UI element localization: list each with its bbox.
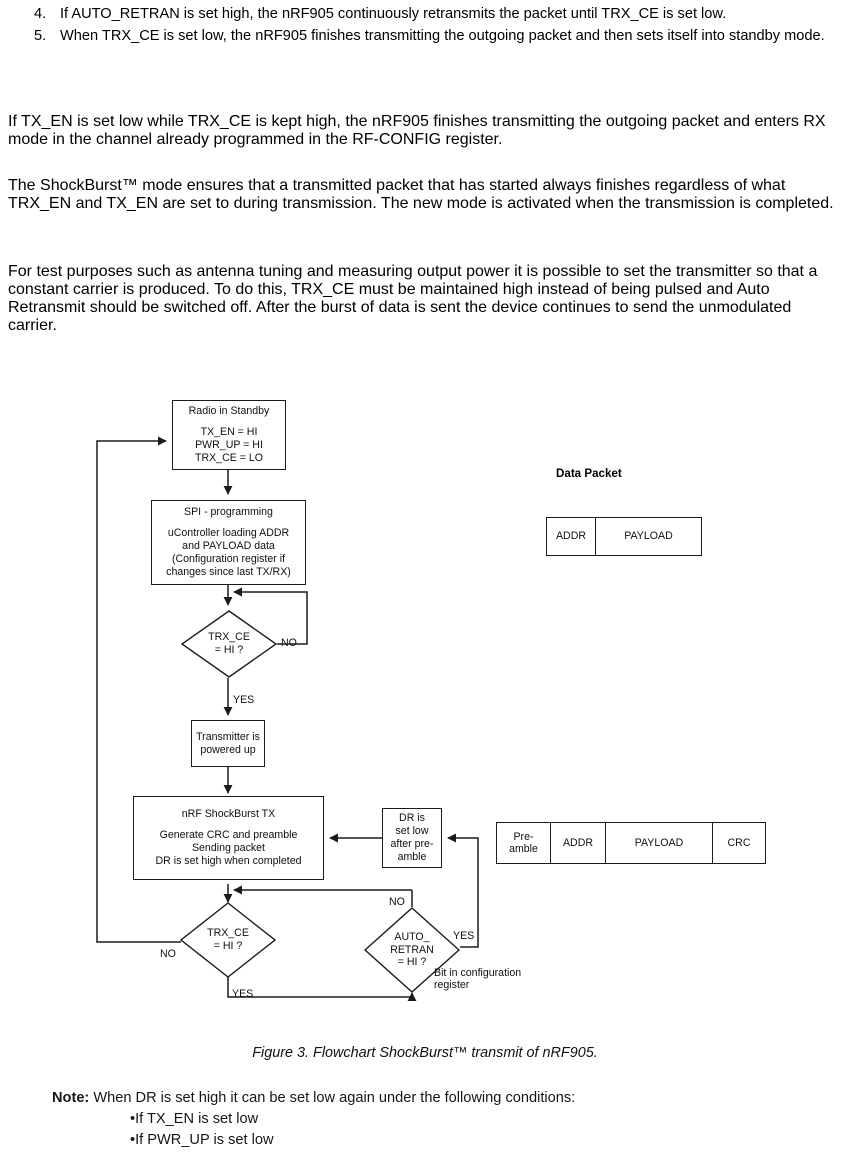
packet-cell-payload: PAYLOAD (605, 822, 713, 864)
node-radio-in-standby: Radio in Standby TX_EN = HI PWR_UP = HI … (172, 400, 286, 470)
decision3-no-label: NO (389, 896, 405, 908)
note-label: Note: (52, 1090, 90, 1106)
node-header: Radio in Standby (188, 405, 270, 417)
decision-trx-ce-hi-2: TRX_CE = HI ? (180, 902, 276, 978)
decision3-yes-label: YES (453, 930, 475, 942)
node-line: Sending packet (191, 842, 266, 854)
decision-trx-ce-hi-1: TRX_CE = HI ? (181, 610, 277, 678)
node-line: amble (397, 851, 427, 863)
node-line: after pre- (390, 838, 434, 850)
decision1-no-label: NO (281, 637, 297, 649)
decision1-yes-label: YES (233, 694, 255, 706)
packet-cell-addr: ADDR (550, 822, 606, 864)
list-item-number: 5. (34, 28, 47, 44)
node-line: and PAYLOAD data (182, 540, 275, 552)
decision-label: TRX_CE = HI ? (181, 610, 277, 678)
figure-caption: Figure 3. Flowchart ShockBurst™ transmit… (252, 1045, 598, 1061)
decision-auto-retran-hi: AUTO_ RETRAN = HI ? (364, 907, 460, 993)
diamond-shape (180, 902, 276, 978)
list-item-number: 4. (34, 6, 47, 22)
node-transmitter-powered-up: Transmitter is powered up (191, 720, 265, 767)
node-header: nRF ShockBurst TX (181, 808, 276, 820)
note-text: When DR is set high it can be set low ag… (93, 1090, 576, 1106)
data-packet-title: Data Packet (556, 467, 622, 480)
packet-cell-addr: ADDR (546, 517, 596, 556)
note-block: Note: When DR is set high it can be set … (52, 1088, 575, 1151)
node-line: Generate CRC and preamble (159, 829, 298, 841)
node-line: PWR_UP = HI (195, 439, 263, 451)
node-line: DR is (399, 812, 425, 824)
node-line: uController loading ADDR (167, 527, 290, 539)
node-spi-programming: SPI - programming uController loading AD… (151, 500, 306, 585)
decision-line: = HI ? (397, 956, 427, 969)
bit-note-line: register (434, 979, 470, 991)
numbered-list: 4. If AUTO_RETRAN is set high, the nRF90… (8, 4, 842, 48)
packet-cell-payload: PAYLOAD (595, 517, 702, 556)
paragraph-rx-mode: If TX_EN is set low while TRX_CE is kept… (8, 113, 826, 148)
note-line: Note: When DR is set high it can be set … (52, 1088, 575, 1109)
list-item: 4. If AUTO_RETRAN is set high, the nRF90… (8, 4, 842, 25)
decision-line: TRX_CE (208, 631, 250, 644)
note-bullet: •If TX_EN is set low (130, 1111, 259, 1127)
packet-cell-preamble: Pre- amble (496, 822, 551, 864)
paragraph-shockburst-mode: The ShockBurst™ mode ensures that a tran… (8, 177, 834, 212)
list-item-text: When TRX_CE is set low, the nRF905 finis… (60, 28, 825, 44)
list-item: 5. When TRX_CE is set low, the nRF905 fi… (8, 26, 842, 47)
node-line: set low (395, 825, 429, 837)
node-line: Transmitter is (196, 730, 260, 743)
node-line: changes since last TX/RX) (166, 566, 291, 578)
decision-line: AUTO_ (394, 931, 430, 944)
node-header: SPI - programming (184, 506, 273, 518)
diamond-shape (364, 907, 460, 993)
node-line: (Configuration register if (171, 553, 286, 565)
decision2-yes-label: YES (232, 988, 254, 1000)
bit-note-line: Bit in configuration (434, 967, 522, 979)
node-line: DR is set high when completed (155, 855, 302, 867)
decision-line: RETRAN (390, 943, 434, 956)
decision-line: = HI ? (214, 644, 244, 656)
decision-line: TRX_CE (207, 927, 249, 940)
decision-label: TRX_CE = HI ? (180, 902, 276, 978)
node-nrf-shockburst-tx: nRF ShockBurst TX Generate CRC and pream… (133, 796, 324, 880)
node-line: TX_EN = HI (200, 426, 258, 438)
diamond-shape (181, 610, 277, 678)
decision-line: = HI ? (213, 940, 243, 952)
decision2-no-label: NO (160, 948, 176, 960)
packet-cell-crc: CRC (712, 822, 766, 864)
paragraph-constant-carrier: For test purposes such as antenna tuning… (8, 263, 818, 334)
node-line: TRX_CE = LO (194, 452, 263, 464)
list-item-text: If AUTO_RETRAN is set high, the nRF905 c… (60, 6, 727, 22)
node-dr-set-low: DR is set low after pre- amble (382, 808, 442, 868)
decision-label: AUTO_ RETRAN = HI ? (364, 907, 460, 993)
node-line: powered up (200, 743, 256, 756)
note-bullet: •If PWR_UP is set low (130, 1132, 274, 1148)
